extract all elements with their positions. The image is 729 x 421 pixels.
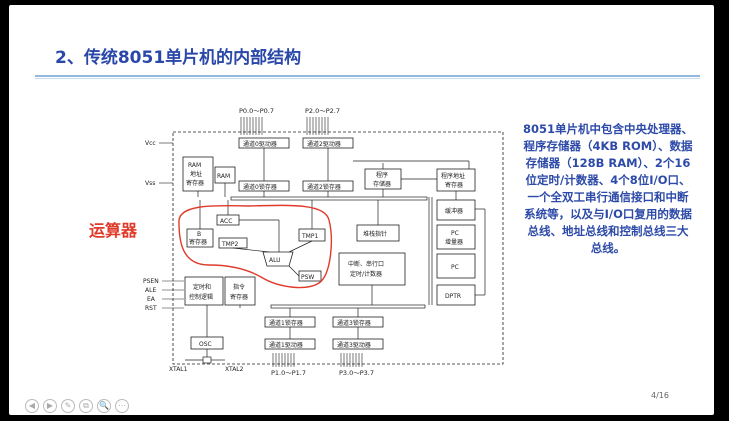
ea-pin-label: EA bbox=[147, 296, 156, 303]
port-p2-label: P2.0～P2.7 bbox=[305, 107, 340, 115]
timing-line2: 控制逻辑 bbox=[189, 293, 213, 301]
crystal-symbol bbox=[185, 349, 225, 364]
pc-inc-line2: 增量器 bbox=[445, 238, 463, 246]
rst-pin-label: RST bbox=[145, 305, 157, 312]
sp-block: 堆栈指针 bbox=[363, 230, 387, 238]
rom-line1: 程序 bbox=[376, 171, 388, 179]
ram-addr-reg-line3: 寄存器 bbox=[186, 179, 204, 187]
psw-block: PSW bbox=[301, 274, 314, 281]
dptr-block: DPTR bbox=[445, 293, 461, 300]
b-reg-line2: 寄存器 bbox=[189, 238, 207, 246]
slide-navbar: ◀ ▶ ✎ ⧉ 🔍 ⋯ bbox=[25, 399, 129, 413]
psen-pin-label: PSEN bbox=[143, 278, 159, 285]
view-all-slides-button[interactable]: ⧉ bbox=[79, 399, 93, 413]
pc-block: PC bbox=[451, 264, 459, 271]
description-text: 8051单片机中包含中央处理器、程序存储器（4KB ROM）、数据存储器（128… bbox=[522, 122, 693, 255]
page-indicator: 4/16 bbox=[651, 391, 669, 400]
osc-block: OSC bbox=[199, 341, 212, 348]
title-divider-light bbox=[35, 78, 700, 79]
ram-addr-reg-line2: 地址 bbox=[190, 170, 202, 178]
ir-line2: 寄存器 bbox=[230, 293, 248, 301]
port-p3-label: P3.0～P3.7 bbox=[339, 369, 374, 377]
p0-latch-block: 通道0锁存器 bbox=[243, 183, 277, 191]
intr-line1: 中断、串行口 bbox=[348, 260, 384, 268]
port-p1-label: P1.0～P1.7 bbox=[271, 369, 306, 377]
acc-block: ACC bbox=[220, 218, 232, 225]
p2-pin-arrows bbox=[306, 117, 329, 135]
p2-driver-block: 通道2驱动器 bbox=[307, 140, 341, 148]
b-reg-line1: B bbox=[197, 231, 201, 238]
slide-title: 2、传统8051单片机的内部结构 bbox=[55, 48, 302, 68]
alu-highlight-outline bbox=[178, 204, 332, 289]
alu-callout-label: 运算器 bbox=[89, 221, 138, 240]
rom-line2: 存储器 bbox=[373, 180, 391, 188]
ir-line1: 指令 bbox=[233, 283, 245, 291]
p3-latch-block: 通道3锁存器 bbox=[337, 319, 371, 327]
port-p0-label: P0.0～P0.7 bbox=[239, 107, 274, 115]
p2-latch-block: 通道2锁存器 bbox=[307, 183, 341, 191]
ale-pin-label: ALE bbox=[145, 287, 156, 294]
tmp2-block: TMP2 bbox=[221, 241, 238, 248]
vss-pin-label: Vss bbox=[145, 180, 155, 187]
internal-buses bbox=[197, 148, 486, 339]
alu-block: ALU bbox=[269, 257, 281, 264]
zoom-button[interactable]: 🔍 bbox=[97, 399, 111, 413]
intr-line2: 定时/计数器 bbox=[350, 270, 382, 278]
title-divider bbox=[35, 75, 700, 77]
xtal1-pin-label: XTAL1 bbox=[169, 366, 188, 373]
slide: 2、传统8051单片机的内部结构 运算器 P0.0～P0.7 P2.0～P2.7… bbox=[9, 5, 714, 415]
p1-pin-arrows bbox=[272, 353, 295, 367]
p3-driver-block: 通道3驱动器 bbox=[337, 341, 371, 349]
vcc-pin-label: Vcc bbox=[145, 140, 156, 147]
chip-boundary bbox=[172, 131, 504, 365]
pc-inc-line1: PC bbox=[451, 230, 459, 237]
p3-pin-arrows bbox=[340, 353, 363, 367]
xtal2-pin-label: XTAL2 bbox=[225, 366, 244, 373]
buffer-block: 缓冲器 bbox=[445, 207, 463, 215]
p0-pin-arrows bbox=[240, 117, 263, 135]
more-options-button[interactable]: ⋯ bbox=[115, 399, 129, 413]
timing-line1: 定时和 bbox=[193, 283, 211, 291]
p0-driver-block: 通道0驱动器 bbox=[243, 140, 277, 148]
p1-driver-block: 通道1驱动器 bbox=[269, 341, 303, 349]
pen-tool-button[interactable]: ✎ bbox=[61, 399, 75, 413]
next-slide-button[interactable]: ▶ bbox=[43, 399, 57, 413]
ram-addr-reg-line1: RAM bbox=[188, 162, 201, 169]
tmp1-block: TMP1 bbox=[301, 233, 318, 240]
block-diagram: P0.0～P0.7 P2.0～P2.7 P1.0～P1.7 P3.0～P3.7 … bbox=[143, 107, 504, 377]
ram-block: RAM bbox=[217, 173, 230, 180]
pc-addr-reg-line2: 寄存器 bbox=[445, 181, 463, 189]
p1-latch-block: 通道1锁存器 bbox=[269, 319, 303, 327]
pc-addr-reg-line1: 程序地址 bbox=[441, 172, 465, 180]
prev-slide-button[interactable]: ◀ bbox=[25, 399, 39, 413]
